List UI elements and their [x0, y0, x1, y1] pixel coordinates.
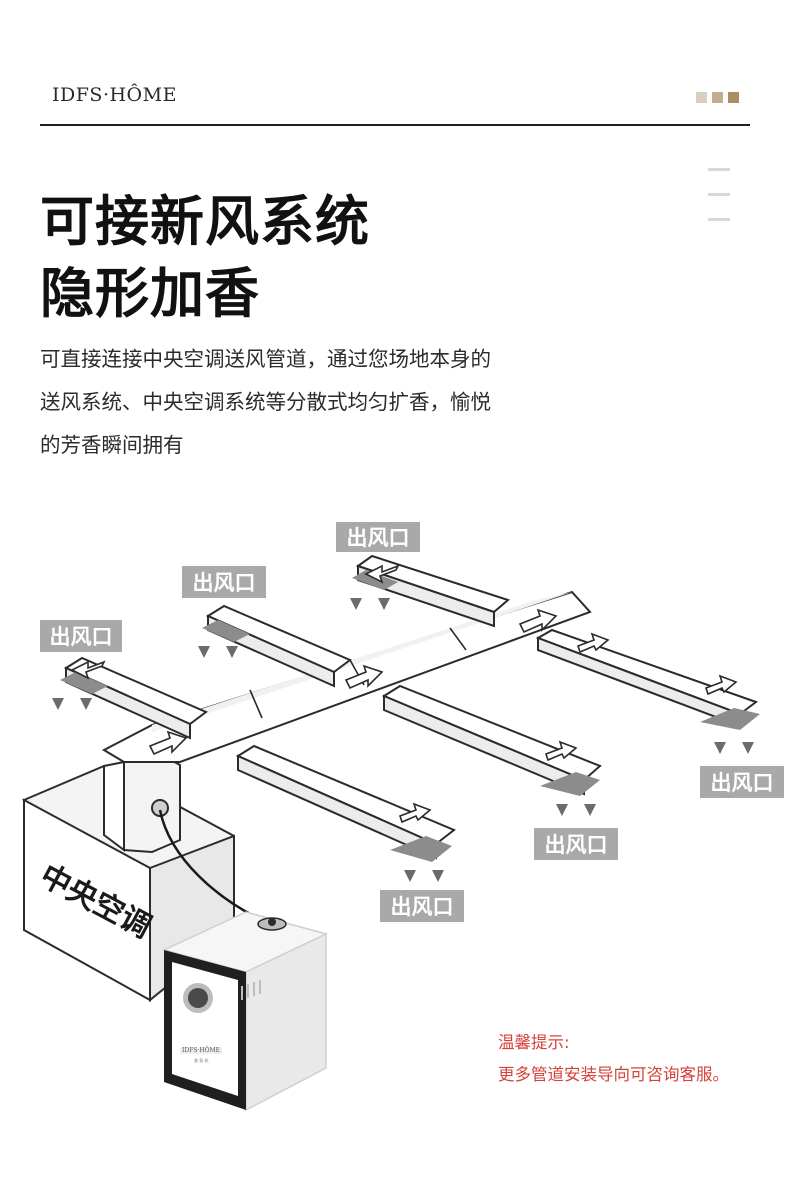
decor-square-3	[728, 92, 739, 103]
svg-text:出风口: 出风口	[391, 895, 454, 919]
device-brand-sub: 香 氛 机	[194, 1057, 209, 1063]
outlet-plates	[60, 570, 760, 862]
outlet-label-4: 出风口	[700, 766, 784, 798]
description: 可直接连接中央空调送风管道，通过您场地本身的 送风系统、中央空调系统等分散式均匀…	[40, 338, 640, 467]
outlet-label-5: 出风口	[534, 828, 618, 860]
diffuser-device: IDFS·HÔME 香 氛 机	[161, 911, 329, 1112]
outlet-label-3: 出风口	[336, 522, 420, 552]
decor-square-1	[696, 92, 707, 103]
description-line-1: 可直接连接中央空调送风管道，通过您场地本身的	[40, 347, 491, 371]
decor-dashes	[708, 168, 730, 243]
svg-text:出风口: 出风口	[193, 571, 256, 595]
svg-text:出风口: 出风口	[50, 625, 113, 649]
device-brand: IDFS·HÔME	[182, 1046, 220, 1054]
tip-text: 更多管道安装导向可咨询客服。	[498, 1065, 729, 1084]
svg-text:出风口: 出风口	[347, 526, 410, 550]
outlet-triangles	[52, 598, 754, 882]
flow-arrows	[70, 564, 738, 824]
page-title: 可接新风系统 隐形加香	[40, 186, 370, 330]
title-line-1: 可接新风系统	[40, 190, 370, 253]
warm-tip: 温馨提示: 更多管道安装导向可咨询客服。	[498, 1027, 729, 1091]
outlet-label-2: 出风口	[182, 566, 266, 598]
top-knob	[257, 917, 287, 931]
title-line-2: 隐形加香	[40, 262, 260, 325]
side-vents	[241, 980, 261, 1000]
duct-diagram: 中央空调	[21, 522, 784, 1112]
svg-text:出风口: 出风口	[545, 833, 608, 857]
description-line-3: 的芳香瞬间拥有	[40, 433, 184, 457]
main-duct	[101, 590, 592, 763]
brand-logo: IDFS·HÔME	[52, 84, 177, 106]
decor-square-2	[712, 92, 723, 103]
tip-heading: 温馨提示:	[498, 1033, 570, 1052]
decor-squares	[696, 92, 739, 103]
outlet-label-1: 出风口	[40, 620, 122, 652]
header-divider	[40, 124, 750, 126]
outlet-label-6: 出风口	[380, 890, 464, 922]
outlet-labels: 出风口 出风口 出风口 出风口 出风口 出风口	[40, 522, 784, 922]
description-line-2: 送风系统、中央空调系统等分散式均匀扩香，愉悦	[40, 390, 491, 414]
svg-text:出风口: 出风口	[711, 771, 774, 795]
